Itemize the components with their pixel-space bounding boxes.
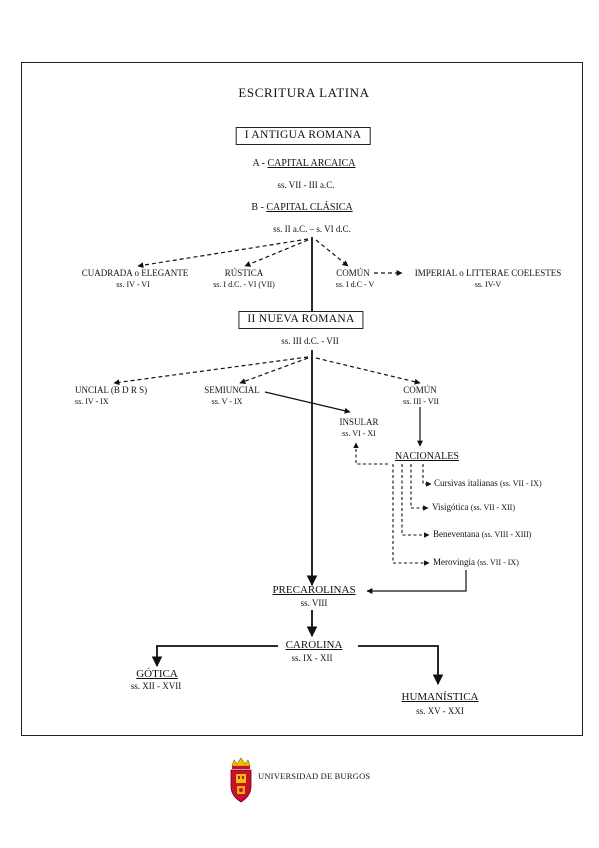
university-coat-of-arms-icon — [230, 757, 252, 803]
precarolinas-dates: ss. VIII — [300, 598, 328, 608]
capital-clasica-prefix: B - — [251, 202, 267, 213]
rustica-label: RÚSTICA — [224, 268, 264, 278]
branch-beneventana — [401, 464, 430, 538]
branch-visigotica — [410, 464, 429, 511]
uncial-label: UNCIAL (B D R S) — [75, 385, 148, 395]
comun-antigua-dates: ss. I d.C - V — [335, 280, 375, 289]
gotica-dates: ss. XII - XVII — [130, 681, 182, 691]
capital-clasica-dates: ss. II a.C. – s. VI d.C. — [273, 224, 351, 234]
beneventana: Beneventana (ss. VIII - XIII) — [433, 530, 531, 539]
nueva-romana-heading: II NUEVA ROMANA — [238, 311, 364, 329]
visigotica-label: Visigótica — [432, 502, 469, 512]
arrow-merovingia-precarolinas — [366, 570, 467, 594]
arrow-semiuncial-insular — [264, 391, 351, 414]
carolina-dates: ss. IX - XII — [291, 653, 333, 663]
rustica-dates: ss. I d.C. - VI (VII) — [213, 280, 275, 289]
humanistica-dates: ss. XV - XXI — [416, 706, 464, 716]
cursivas-italianas: Cursivas italianas (ss. VII - IX) — [434, 479, 542, 488]
diagram-title: ESCRITURA LATINA — [238, 85, 370, 100]
arrow-to-cuadrada — [137, 238, 309, 269]
visigotica-dates: (ss. VII - XII) — [470, 503, 515, 512]
merovingia-label: Merovingia — [433, 557, 475, 567]
branch-cursivas — [422, 464, 432, 487]
cuadrada-label: CUADRADA o ELEGANTE — [81, 268, 189, 278]
arrow-to-uncial — [113, 356, 309, 386]
humanistica-label: HUMANÍSTICA — [401, 691, 479, 703]
arrow-carolina-gotica — [151, 645, 278, 668]
semiuncial-dates: ss. V - IX — [211, 397, 243, 406]
capital-arcaica-name: CAPITAL ARCAICA — [267, 158, 356, 169]
beneventana-dates: (ss. VIII - XIII) — [481, 530, 532, 539]
cuadrada-dates: ss. IV - VI — [116, 280, 150, 289]
arrow-to-rustica — [244, 239, 309, 267]
semiuncial-label: SEMIUNCIAL — [204, 385, 260, 395]
capital-arcaica-prefix: A - — [252, 158, 268, 169]
comun-antigua-label: COMÚN — [336, 268, 370, 278]
comun-nueva-label: COMÚN — [403, 385, 437, 395]
branch-merovingia — [392, 464, 430, 566]
arrow-to-comun-nueva — [315, 357, 421, 385]
visigotica: Visigótica (ss. VII - XII) — [432, 503, 515, 512]
insular-dates: ss. VI - XI — [342, 429, 376, 438]
precarolinas-label: PRECAROLINAS — [272, 584, 356, 596]
beneventana-label: Beneventana — [433, 529, 480, 539]
gotica-label: GÓTICA — [136, 668, 178, 680]
merovingia: Merovingia (ss. VII - IX) — [433, 558, 519, 567]
imperial-label: IMPERIAL o LITTERAE COELESTES — [414, 268, 562, 278]
carolina-label: CAROLINA — [285, 639, 343, 651]
capital-arcaica: A - CAPITAL ARCAICA — [252, 159, 355, 169]
nueva-romana-dates: ss. III d.C. - VII — [281, 336, 339, 346]
arrow-carolina-humanistica — [358, 645, 444, 686]
uncial-dates: ss. IV - IX — [75, 397, 109, 406]
imperial-dates: ss. IV-V — [474, 280, 502, 289]
diagram-frame — [21, 62, 583, 736]
arrow-to-semiuncial — [239, 357, 309, 384]
university-name: UNIVERSIDAD DE BURGOS — [258, 771, 371, 781]
capital-clasica-name: CAPITAL CLÁSICA — [266, 202, 353, 213]
capital-clasica: B - CAPITAL CLÁSICA — [251, 203, 352, 213]
nacionales-label: NACIONALES — [395, 451, 459, 462]
arrow-nacionales-insular — [353, 442, 388, 465]
cursivas-label: Cursivas italianas — [434, 478, 498, 488]
arrow-to-comun-antigua — [315, 239, 349, 267]
comun-nueva-dates: ss. III - VII — [403, 397, 439, 406]
merovingia-dates: (ss. VII - IX) — [477, 558, 519, 567]
insular-label: INSULAR — [339, 417, 379, 427]
capital-arcaica-dates: ss. VII - III a.C. — [277, 180, 335, 190]
cursivas-dates: (ss. VII - IX) — [500, 479, 542, 488]
antigua-romana-heading: I ANTIGUA ROMANA — [235, 127, 371, 145]
